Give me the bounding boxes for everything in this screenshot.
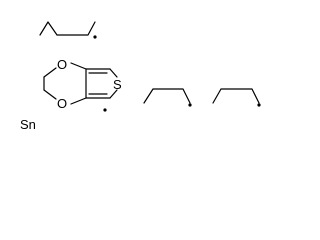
bond-s-ch-bottom [109, 89, 118, 99]
atom-label-oxygen-bottom: O [57, 96, 67, 111]
atom-label-oxygen-top: O [57, 57, 67, 72]
butyl-chain-middle-bonds [143, 88, 191, 104]
structure-canvas: O O S Sn [20, 21, 261, 132]
butyl-chain-right-bonds [212, 88, 260, 104]
bond-o-bottom-c-bottom [70, 97, 87, 105]
dioxane-ring [43, 62, 87, 105]
butyl-chain-middle [143, 88, 192, 107]
molecule-drawing: O O S Sn [20, 21, 261, 132]
butyl-chain-top-bonds [39, 21, 96, 36]
radical-dot-middle [188, 103, 192, 107]
bond-ch-top-s [109, 68, 118, 78]
butyl-chain-top [39, 21, 97, 39]
thiophene-ring [85, 68, 118, 112]
radical-dot-thiophene [103, 108, 107, 112]
bond-ring-ch2-o-bottom [43, 89, 57, 100]
radical-dot-top [93, 35, 97, 39]
bond-o-top-c-top [70, 62, 87, 70]
atom-label-sulfur: S [113, 77, 122, 92]
atom-label-tin: Sn [20, 117, 36, 132]
radical-dot-right [257, 103, 261, 107]
butyl-chain-right [212, 88, 261, 107]
bond-ring-o-top-ch2 [43, 67, 57, 78]
